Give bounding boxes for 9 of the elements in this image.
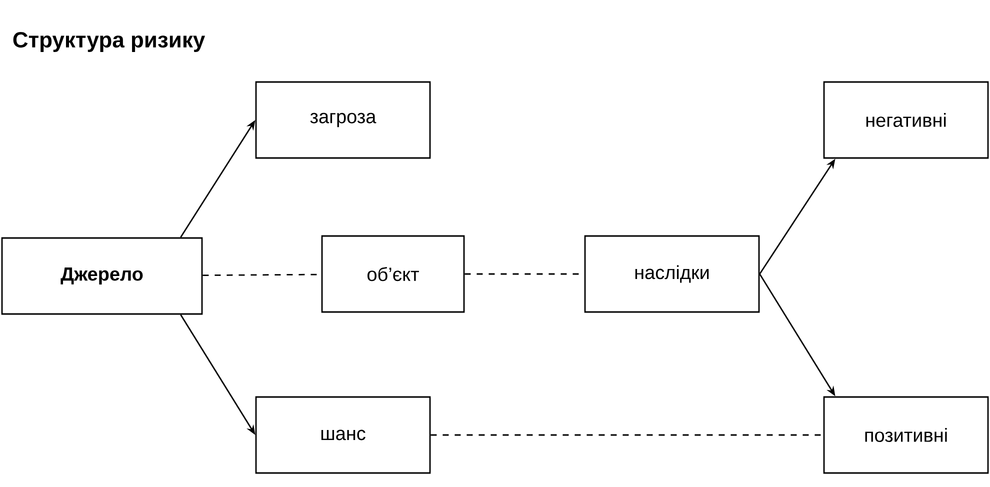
process-box: негативні [823, 81, 989, 159]
process-box: позитивні [823, 396, 989, 474]
connector-line [430, 434, 824, 436]
process-box: Джерело [1, 237, 203, 315]
process-box: шанс [255, 396, 431, 474]
process-box: наслідки [584, 235, 760, 313]
title: Структура ризику [13, 32, 206, 52]
process-box: об’єкт [321, 235, 465, 313]
process-box: загроза [255, 81, 431, 159]
